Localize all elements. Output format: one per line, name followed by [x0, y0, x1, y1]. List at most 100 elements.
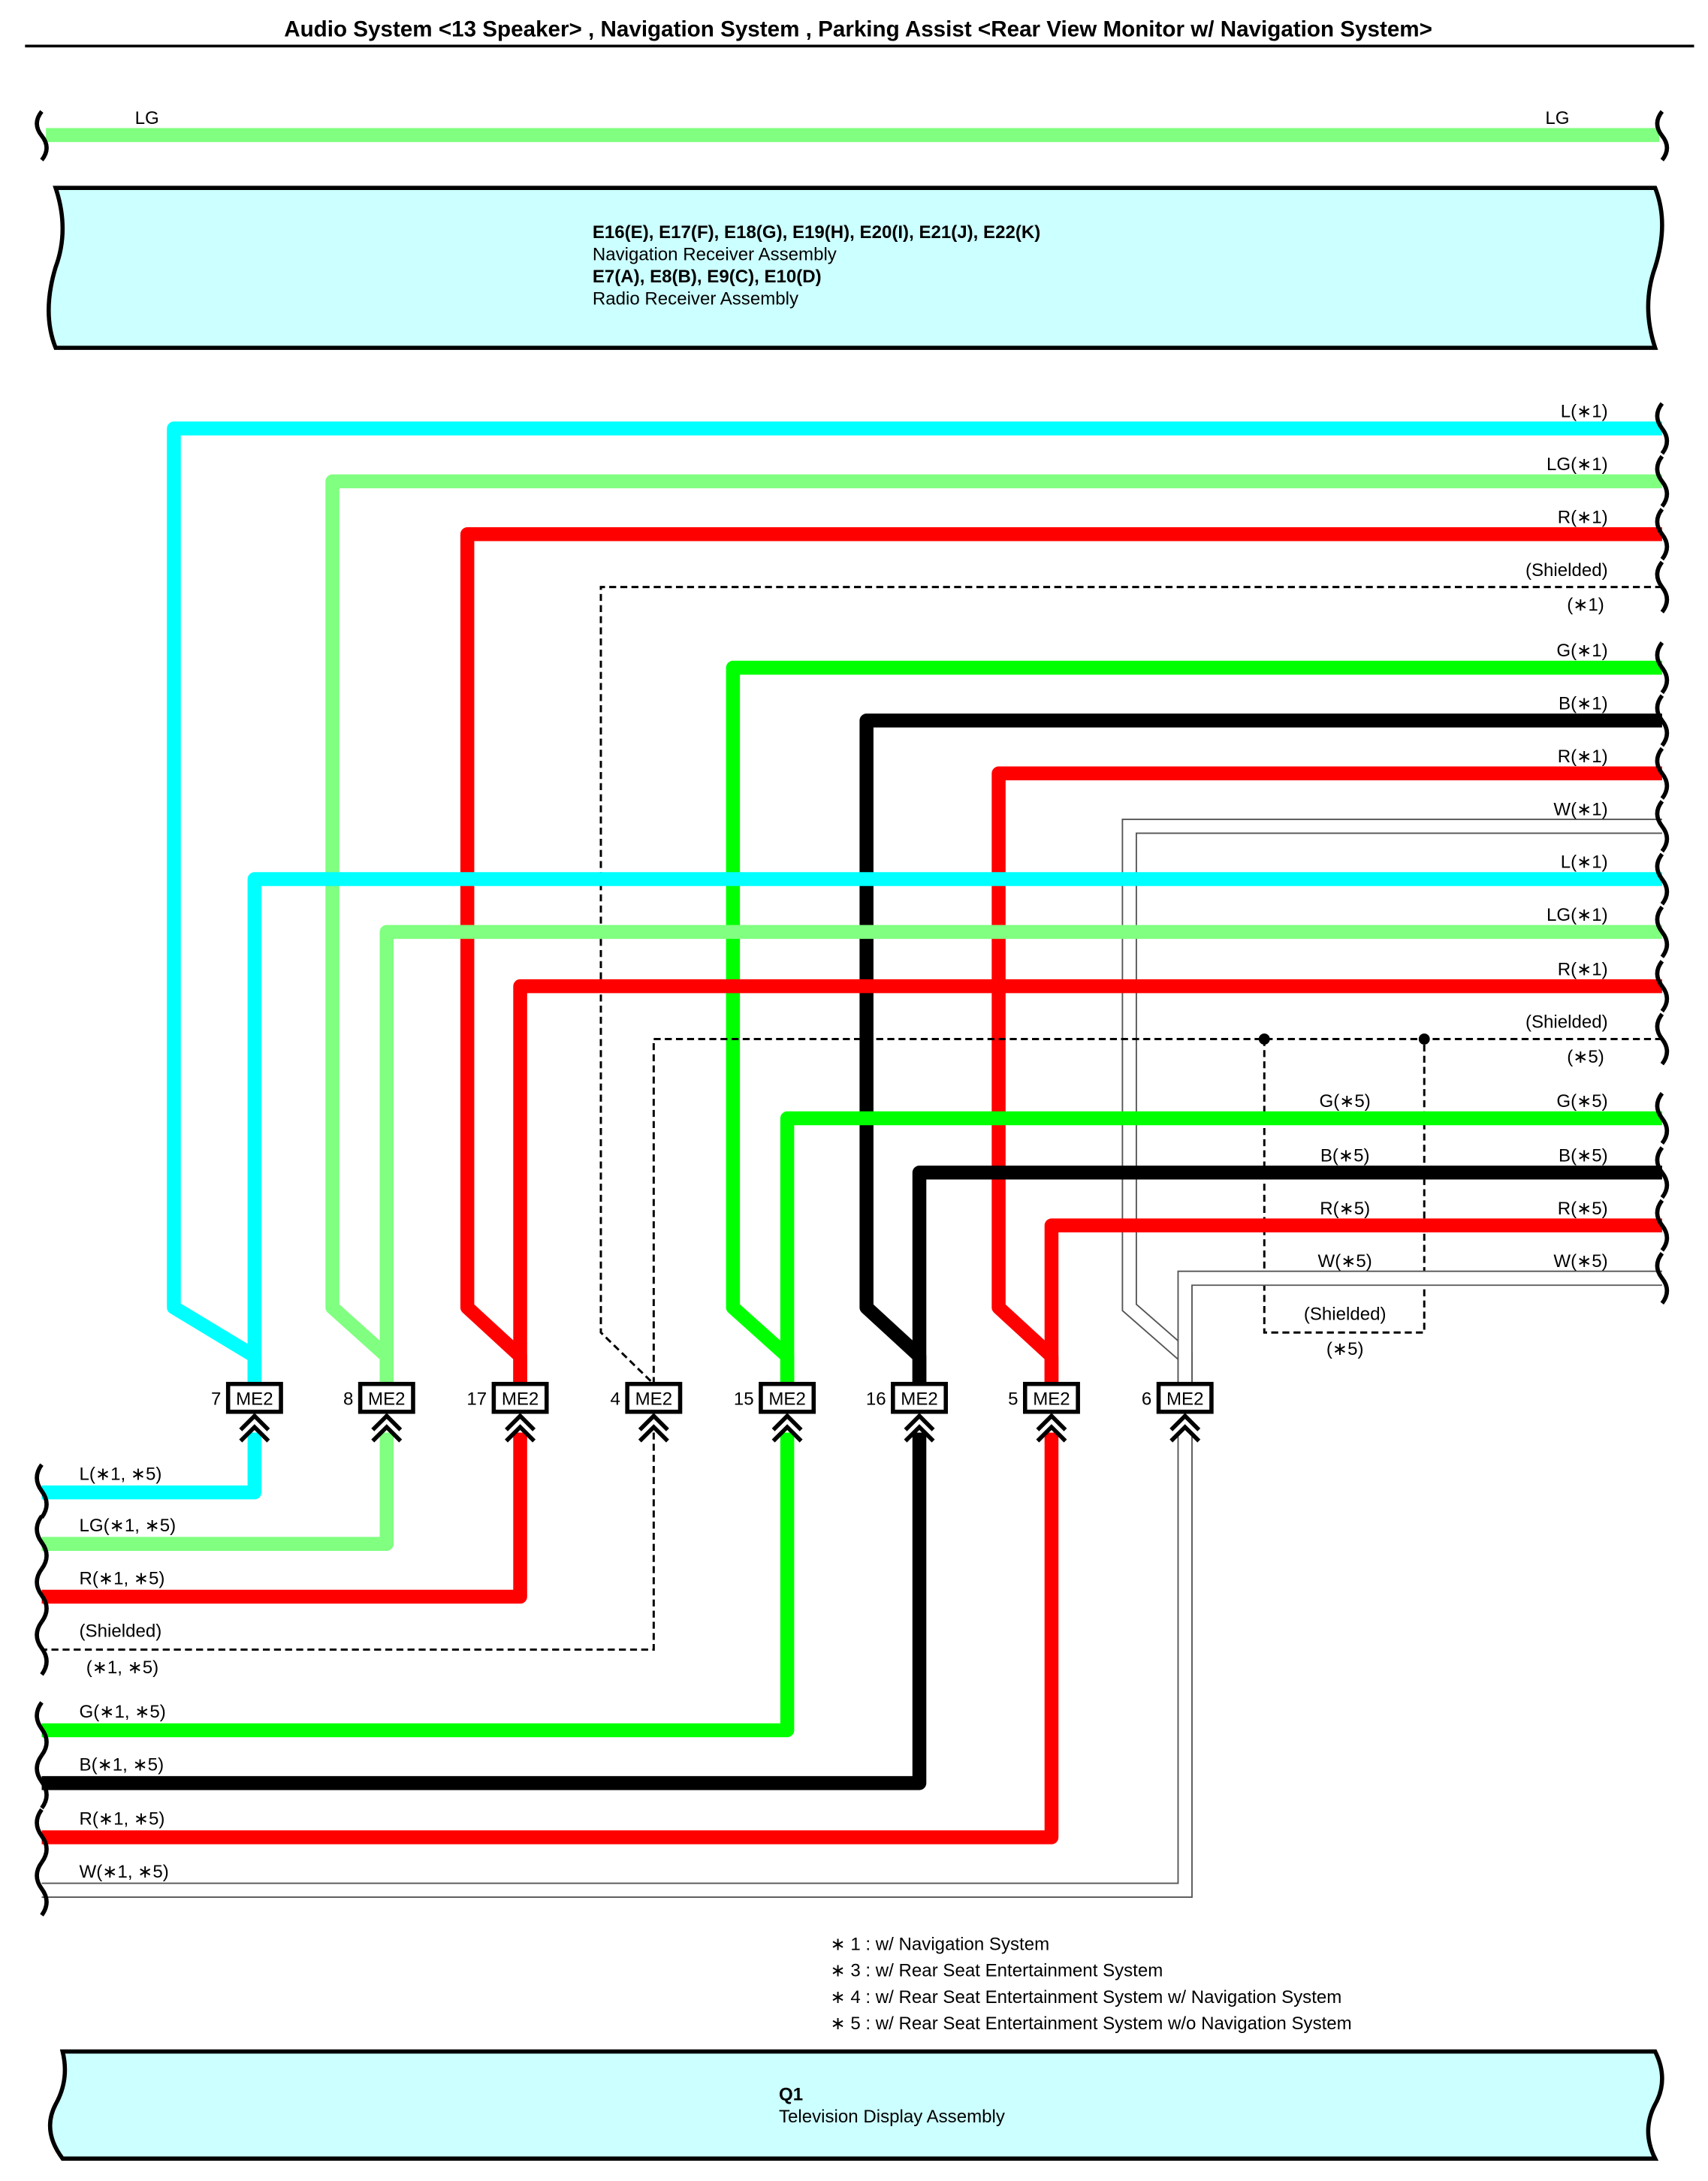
- right-wire-label: LG(∗1): [1547, 905, 1608, 925]
- connector-me2-pin-7: ME2 7: [211, 1381, 283, 1443]
- receiver-connectors-radio: E7(A), E8(B), E9(C), E10(D): [593, 267, 822, 287]
- connector-pin-number: 4: [611, 1389, 620, 1410]
- bottom-wire-label: B(∗1, ∗5): [80, 1755, 164, 1775]
- right-edge-brace-icon: [1655, 454, 1670, 508]
- right-wire-label: R(∗5): [1558, 1199, 1608, 1219]
- right-wire-label: L(∗1): [1561, 402, 1608, 422]
- display-connector: Q1: [779, 2084, 803, 2104]
- note-3: ∗ 3 : w/ Rear Seat Entertainment System: [831, 1961, 1163, 1981]
- connector-name: ME2: [1166, 1389, 1203, 1410]
- wire-group2-3: [652, 1038, 1662, 1384]
- note-5: ∗ 5 : w/ Rear Seat Entertainment System …: [831, 2014, 1352, 2034]
- right-wire-label: B(∗5): [1559, 1145, 1608, 1166]
- wire-group2-0: [247, 872, 1662, 1384]
- wire-bottom-1: [41, 1432, 394, 1551]
- wire-bottom-2: [41, 1432, 527, 1604]
- connector-chevron-icon: [904, 1413, 935, 1443]
- splice-point: [1418, 1033, 1430, 1045]
- right-edge-brace-icon: [1655, 905, 1670, 958]
- connector-me2-pin-4: ME2 4: [611, 1381, 683, 1443]
- connector-name: ME2: [901, 1389, 937, 1410]
- wire-group2-4: [780, 1111, 1662, 1384]
- connector-name: ME2: [768, 1389, 805, 1410]
- connector-chevron-icon: [239, 1413, 270, 1443]
- right-edge-brace-icon: [1655, 747, 1670, 800]
- shield-box-wire-label: W(∗5): [1318, 1251, 1372, 1271]
- top-right-brace-icon: [1655, 110, 1670, 161]
- right-edge-brace-icon: [1655, 508, 1670, 561]
- connector-pin-number: 8: [343, 1389, 353, 1410]
- right-wire-label: G(∗5): [1556, 1091, 1607, 1112]
- shield-box-outline: [1263, 1039, 1426, 1334]
- bottom-wire-label: L(∗1, ∗5): [80, 1465, 162, 1485]
- right-wire-label: L(∗1): [1561, 852, 1608, 873]
- right-edge-brace-icon: [1655, 641, 1670, 695]
- connector-me2-pin-6: ME2 6: [1142, 1381, 1214, 1443]
- right-edge-brace-icon: [1655, 852, 1670, 906]
- bottom-wire-label: R(∗1, ∗5): [80, 1809, 165, 1830]
- bottom-wire-label: G(∗1, ∗5): [80, 1702, 166, 1722]
- left-edge-brace-icon: [35, 1515, 49, 1570]
- right-wire-label: (Shielded): [1525, 560, 1608, 581]
- bottom-wire-label: R(∗1, ∗5): [80, 1568, 165, 1588]
- connector-chevron-icon: [1169, 1413, 1201, 1443]
- shield-box-label: (Shielded): [1304, 1305, 1387, 1325]
- shield-box-wire-label: R(∗5): [1320, 1199, 1370, 1219]
- top-left-brace-icon: [35, 110, 49, 161]
- wire-bottom-4: [41, 1432, 795, 1738]
- television-display-box: [47, 2049, 1664, 2161]
- right-edge-brace-icon: [1655, 960, 1670, 1013]
- bottom-wire-label: (Shielded): [80, 1621, 162, 1642]
- wire-group2-7: [1177, 1270, 1662, 1384]
- connector-me2-pin-5: ME2 5: [1008, 1381, 1080, 1443]
- bottom-wire-label: W(∗1, ∗5): [80, 1862, 169, 1882]
- note-4: ∗ 4 : w/ Rear Seat Entertainment System …: [831, 1987, 1342, 2008]
- right-wire-label: R(∗1): [1558, 747, 1608, 767]
- splice-point: [1258, 1033, 1270, 1045]
- right-wire-sublabel: (∗5): [1567, 1047, 1604, 1067]
- left-edge-brace-icon: [35, 1567, 49, 1624]
- left-edge-brace-icon: [35, 1861, 49, 1917]
- shield-box-wire-label: G(∗5): [1320, 1091, 1371, 1112]
- bottom-wire-label: LG(∗1, ∗5): [80, 1516, 177, 1536]
- connector-chevron-icon: [371, 1413, 403, 1443]
- connector-pin-number: 7: [211, 1389, 221, 1410]
- receiver-assembly-box: [47, 186, 1664, 350]
- right-edge-brace-icon: [1655, 694, 1670, 747]
- wire-bottom-7: [41, 1432, 1193, 1898]
- wire-bottom-3: [41, 1432, 655, 1651]
- connector-chevron-icon: [638, 1413, 669, 1443]
- connector-name: ME2: [635, 1389, 672, 1410]
- note-1: ∗ 1 : w/ Navigation System: [831, 1934, 1050, 1954]
- connector-pin-number: 5: [1008, 1389, 1018, 1410]
- right-wire-label: R(∗1): [1558, 959, 1608, 979]
- right-wire-sublabel: (∗1): [1567, 595, 1604, 615]
- connector-pin-number: 6: [1142, 1389, 1151, 1410]
- shield-box-sublabel: (∗5): [1326, 1339, 1364, 1359]
- right-wire-label: (Shielded): [1525, 1012, 1608, 1033]
- right-edge-brace-icon: [1655, 1091, 1670, 1145]
- connector-name: ME2: [1033, 1389, 1070, 1410]
- wire-group2-1: [379, 925, 1662, 1384]
- right-wire-label: W(∗5): [1553, 1251, 1607, 1271]
- wire-bottom-0: [41, 1432, 262, 1500]
- receiver-name-radio: Radio Receiver Assembly: [593, 289, 798, 309]
- wire-bottom-6: [41, 1432, 1059, 1845]
- left-edge-brace-icon: [35, 1463, 49, 1519]
- connector-pin-number: 16: [866, 1389, 886, 1410]
- right-edge-brace-icon: [1655, 1199, 1670, 1252]
- top-wire-right-label: LG: [1545, 108, 1569, 128]
- left-edge-brace-icon: [35, 1620, 49, 1676]
- bottom-wire-sublabel: (∗1, ∗5): [86, 1658, 159, 1678]
- left-edge-brace-icon: [35, 1701, 49, 1757]
- right-edge-brace-icon: [1655, 402, 1670, 455]
- right-wire-label: G(∗1): [1556, 641, 1607, 661]
- connector-chevron-icon: [771, 1413, 803, 1443]
- connector-chevron-icon: [1036, 1413, 1067, 1443]
- connector-name: ME2: [236, 1389, 273, 1410]
- left-edge-brace-icon: [35, 1808, 49, 1864]
- wire-group2-2: [513, 979, 1662, 1384]
